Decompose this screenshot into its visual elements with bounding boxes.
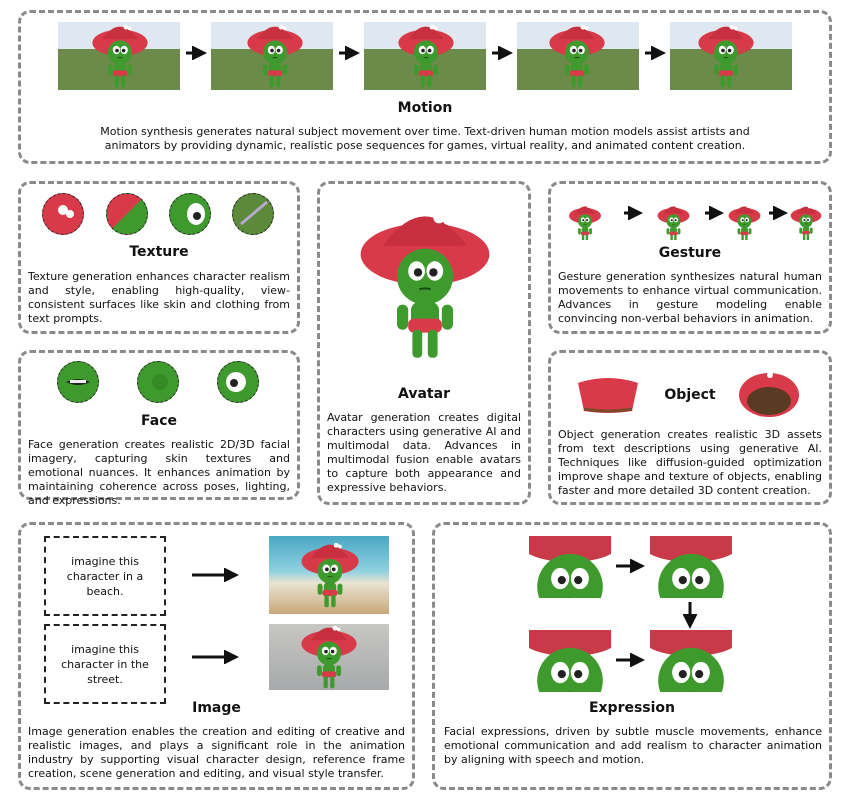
gesture-pose-4: [790, 205, 822, 240]
expression-arrow-1: [616, 559, 645, 573]
object-panel: [548, 350, 832, 505]
texture-sample-1: [42, 193, 84, 235]
motion-frame-4: [517, 22, 639, 90]
motion-arrow-4: [645, 46, 666, 60]
gesture-arrow-3: [769, 206, 788, 220]
motion-frame-3: [364, 22, 486, 90]
gesture-pose-3: [728, 204, 761, 240]
texture-sample-3: [169, 193, 211, 235]
object-hat-side: [578, 378, 638, 413]
expression-title: Expression: [588, 700, 676, 716]
expression-face-3: [529, 630, 611, 692]
motion-arrow-2: [339, 46, 360, 60]
face-title: Face: [141, 413, 177, 429]
expression-face-2: [650, 536, 732, 598]
gesture-pose-1: [568, 204, 602, 240]
motion-frame-1: [58, 22, 180, 90]
object-description: Object generation creates realistic 3D a…: [558, 428, 822, 497]
image-arrow-1: [192, 568, 239, 582]
avatar-character: [359, 211, 491, 359]
motion-arrow-3: [492, 46, 513, 60]
image-prompt-1: imagine this character in a beach.: [44, 536, 166, 616]
face-sample-3: [217, 361, 259, 403]
expression-arrow-down: [683, 602, 697, 629]
object-hat-bottom: [739, 372, 799, 417]
texture-sample-2: [106, 193, 148, 235]
image-description: Image generation enables the creation an…: [28, 725, 405, 780]
face-sample-2: [137, 361, 179, 403]
image-result-street: [269, 624, 389, 690]
gesture-arrow-1: [624, 206, 643, 220]
gesture-arrow-2: [705, 206, 724, 220]
avatar-title: Avatar: [398, 386, 450, 402]
expression-face-4: [650, 630, 732, 692]
image-result-beach: [269, 536, 389, 614]
expression-description: Facial expressions, driven by subtle mus…: [444, 725, 822, 766]
image-arrow-2: [192, 650, 239, 664]
image-title: Image: [192, 700, 241, 716]
expression-face-1: [529, 536, 611, 598]
image-prompt-2: imagine this character in the street.: [44, 624, 166, 704]
gesture-title: Gesture: [658, 245, 722, 261]
gesture-description: Gesture generation synthesizes natural h…: [558, 270, 822, 325]
texture-title: Texture: [129, 244, 189, 260]
motion-title: Motion: [397, 100, 453, 116]
object-title: Object: [664, 387, 716, 403]
motion-arrow-1: [186, 46, 207, 60]
motion-frame-5: [670, 22, 792, 90]
face-sample-1: [57, 361, 99, 403]
texture-description: Texture generation enhances character re…: [28, 270, 290, 325]
expression-arrow-2: [616, 653, 645, 667]
motion-frame-2: [211, 22, 333, 90]
avatar-description: Avatar generation creates digital charac…: [327, 411, 521, 494]
face-description: Face generation creates realistic 2D/3D …: [28, 438, 290, 507]
gesture-pose-2: [657, 204, 690, 240]
texture-sample-4: [232, 193, 274, 235]
motion-description: Motion synthesis generates natural subje…: [100, 125, 750, 152]
